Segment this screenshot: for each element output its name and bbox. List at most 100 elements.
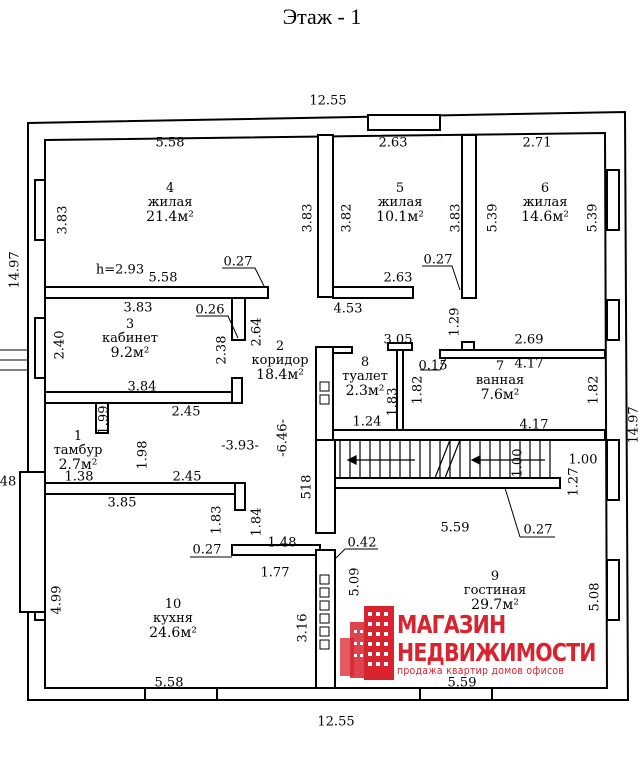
wall <box>461 341 475 351</box>
floor-title: Этаж - 1 <box>282 4 362 29</box>
dimension-label: 1.24 <box>352 414 382 430</box>
leader-lines <box>0 265 555 559</box>
dimension-label: 3.85 <box>107 495 137 511</box>
wall <box>315 346 334 441</box>
room-number: 10 <box>164 597 182 612</box>
dimension-label: 0.27 <box>523 522 553 538</box>
dimension-label: 2.63 <box>383 270 413 286</box>
dimension-label: 1.98 <box>135 440 151 470</box>
wall <box>332 346 353 354</box>
room-name: жилая <box>522 195 568 210</box>
room-number: 6 <box>540 181 550 196</box>
room-number: 5 <box>395 181 405 196</box>
window <box>34 179 46 241</box>
room-name: жилая <box>377 195 423 210</box>
wall <box>387 342 413 351</box>
dimension-label: 1.38 <box>64 469 94 485</box>
dimension-label: 5.59 <box>447 675 477 691</box>
room-area: 21.4м² <box>146 209 194 225</box>
ventilation-ducts <box>319 381 330 650</box>
dimension-label: 5.59 <box>440 520 470 536</box>
wall <box>95 402 109 434</box>
dimension-label: 2.69 <box>514 332 544 348</box>
building-logo-icon <box>340 606 394 680</box>
dimension-label: 0.42 <box>347 535 377 551</box>
room-area: 14.6м² <box>521 209 569 225</box>
room-area: 2.3м² <box>345 383 385 399</box>
room-name: кухня <box>153 611 193 626</box>
dimension-label: 2.38 <box>214 335 230 365</box>
dimension-label: 5.39 <box>585 203 601 233</box>
room-area: 18.4м² <box>256 367 304 383</box>
room-area: 24.6м² <box>149 625 197 641</box>
window <box>606 439 620 501</box>
dimension-label: 2.71 <box>522 135 552 151</box>
wall <box>334 477 561 489</box>
wall <box>44 286 269 299</box>
window <box>419 687 493 701</box>
room-name: гостиная <box>463 583 527 598</box>
room-number: 1 <box>73 429 83 444</box>
dimension-label: 5.09 <box>347 567 363 597</box>
dimension-label: 4.17 <box>519 417 549 433</box>
dimension-label: 0.27 <box>192 542 222 558</box>
wall <box>231 297 246 341</box>
dimension-label: 5.58 <box>155 135 185 151</box>
room-name: тамбур <box>53 443 103 458</box>
dimension-label: 12.55 <box>309 93 347 109</box>
room-name: жилая <box>147 195 193 210</box>
room-number: 3 <box>125 317 135 332</box>
dimension-label: 4.53 <box>333 301 363 317</box>
window <box>34 317 46 379</box>
dimension-label: 48 <box>0 474 17 490</box>
entrance-wall <box>19 471 46 613</box>
dimension-label: 0.27 <box>423 252 453 268</box>
dimension-label: 5.39 <box>485 203 501 233</box>
window <box>144 687 218 701</box>
dimension-label: 1.82 <box>586 375 602 405</box>
room-number: 2 <box>275 339 285 354</box>
dimension-label: 1.29 <box>447 307 463 337</box>
room-name: коридор <box>251 353 309 368</box>
window <box>367 114 441 131</box>
dimension-label: 3.83 <box>123 300 153 316</box>
dimension-label: 2.45 <box>171 404 201 420</box>
dimension-label: 518 <box>299 474 315 500</box>
wall <box>44 482 246 495</box>
dimension-label: 2.63 <box>378 135 408 151</box>
dimension-label: 14.97 <box>626 406 642 444</box>
dimension-label: -6.46- <box>275 419 291 457</box>
room-area: 7.6м² <box>480 387 520 403</box>
dimension-label: 3.83 <box>55 205 71 235</box>
room-number: 4 <box>165 181 175 196</box>
room-number: 8 <box>360 355 370 370</box>
dimension-label: 4.99 <box>49 585 65 615</box>
window <box>606 169 620 231</box>
dimension-label: 3.16 <box>295 613 311 643</box>
wall <box>439 349 606 359</box>
wall <box>461 134 477 299</box>
room-area: 29.7м² <box>471 597 519 613</box>
dimension-label: 2.64 <box>249 317 265 347</box>
watermark-logo: МАГАЗИН НЕДВИЖИМОСТИ продажа квартир дом… <box>340 600 610 680</box>
dimension-label: 1.83 <box>209 505 225 535</box>
wall <box>332 286 414 299</box>
room-number: 7 <box>495 359 505 374</box>
dimension-label: 3.83 <box>448 203 464 233</box>
dimension-label: 4.17 <box>514 356 544 372</box>
dimension-label: 1.84 <box>249 507 265 537</box>
wall <box>332 429 606 441</box>
dimension-label: -3.93- <box>221 438 259 454</box>
room-area: 9.2м² <box>110 345 150 361</box>
staircase <box>339 439 551 479</box>
